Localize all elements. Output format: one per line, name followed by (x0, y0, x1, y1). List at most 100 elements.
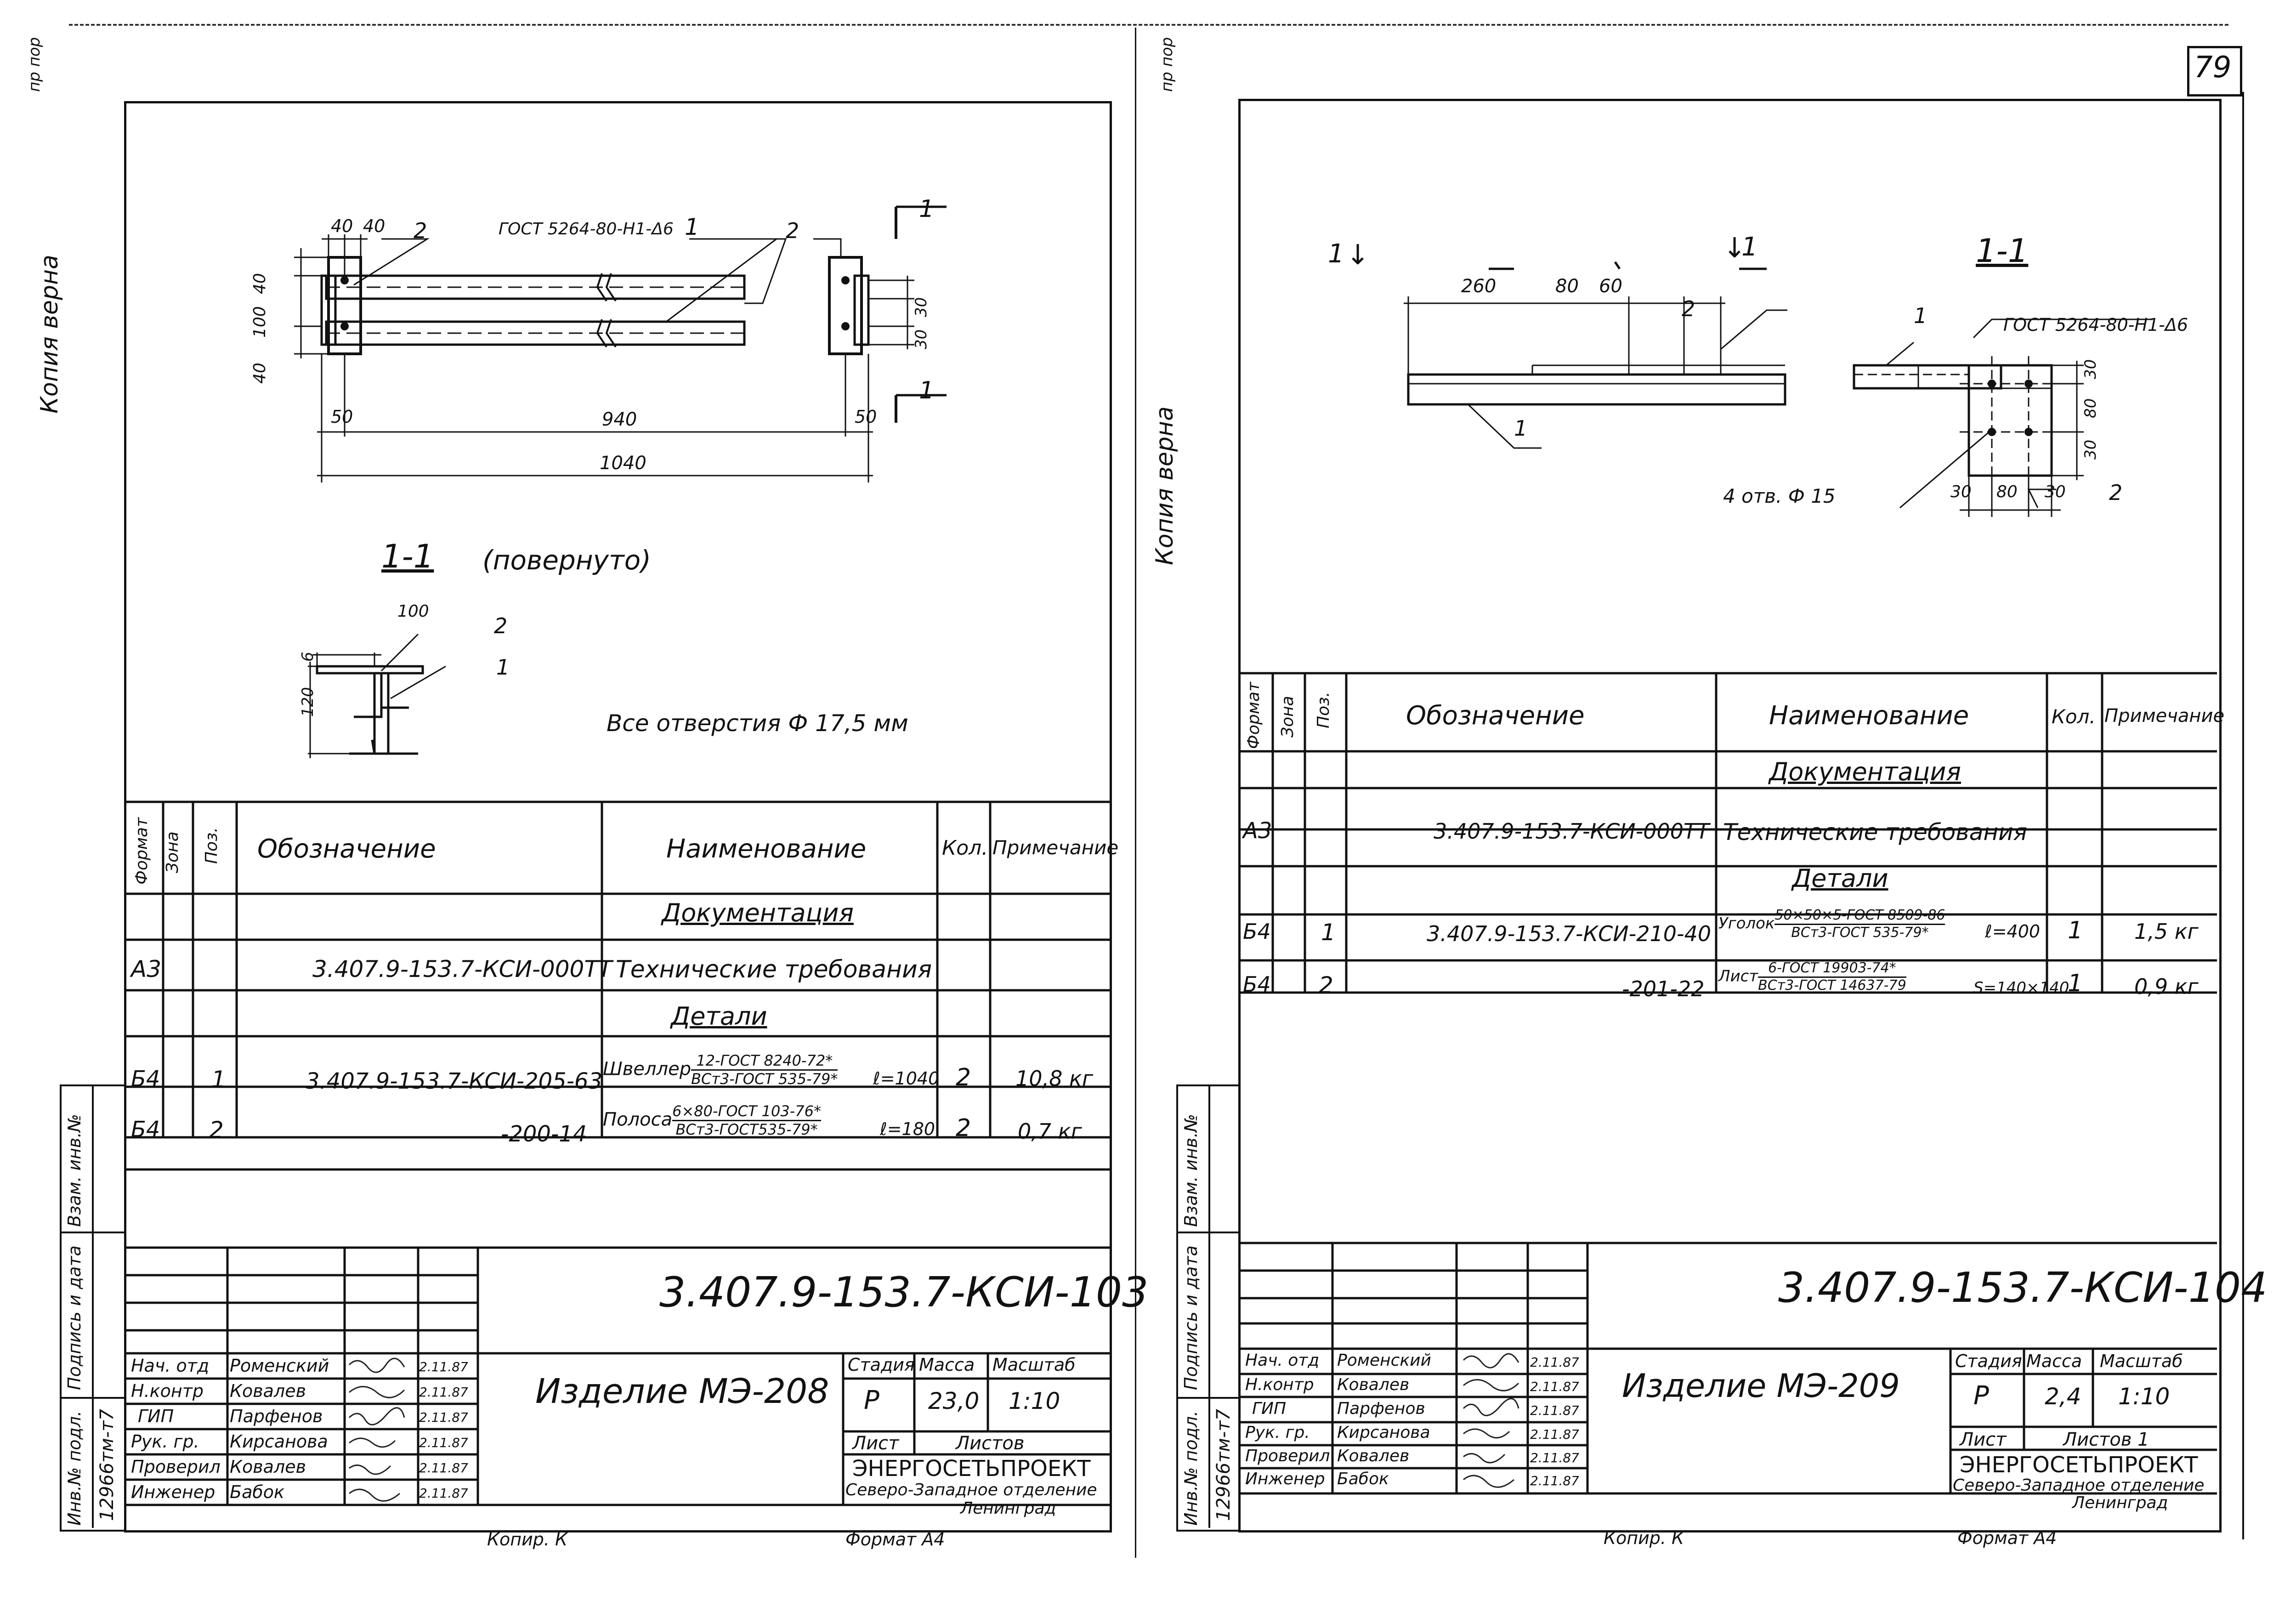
dim-right-30a: 30 (912, 297, 930, 317)
stage-label-left: Стадия (848, 1355, 915, 1375)
dim-40b: 40 (363, 216, 386, 236)
section-docs-right: Документация (1769, 757, 1961, 786)
doc-code-right: 3.407.9-153.7-КСИ-104 (1778, 1264, 2268, 1312)
left-title-block-grid (124, 1246, 1110, 1506)
vzam-label-right: Взам. инв.№ (1181, 1114, 1201, 1227)
org-city-right: Ленинград (2072, 1493, 2168, 1512)
holes-right: 4 отв. Ф 15 (1723, 485, 1836, 507)
role-0-left: Нач. отд (131, 1356, 210, 1376)
sec-dim-30d-right: 30 (2045, 482, 2066, 501)
name-2-right: Парфенов (1337, 1399, 1425, 1418)
row2-name-num-left: 6×80-ГОСТ 103-76* (672, 1103, 821, 1121)
scale-left: 1:10 (1009, 1388, 1060, 1414)
name-4-right: Ковалев (1337, 1447, 1410, 1465)
gost-label-right: ГОСТ 5264-80-Н1-Δ6 (2003, 315, 2188, 335)
name-3-left: Кирсанова (230, 1431, 328, 1452)
sec-pos-2-left: 2 (494, 613, 508, 638)
dim-940: 940 (602, 409, 637, 430)
row2-pos-left: 2 (209, 1117, 224, 1143)
pos-2-right: 2 (1682, 296, 1695, 321)
row1-name-frac-left: 12-ГОСТ 8240-72*ВСт3-ГОСТ 535-79* (691, 1052, 838, 1088)
doc-code-left: 3.407.9-153.7-КСИ-103 (659, 1268, 1149, 1317)
date-3-left: 2.11.87 (419, 1435, 468, 1450)
kopiya-verna-left: Копия верна (36, 255, 63, 414)
row2-format-right: Б4 (1243, 972, 1271, 997)
row2-length-right: S=140×140 (1973, 979, 2069, 997)
sec-dim-6: 6 (299, 652, 317, 662)
row2-qty-left: 2 (956, 1114, 971, 1142)
row2-length-left: ℓ=180 (880, 1119, 935, 1139)
hdr-format-right: Формат (1244, 681, 1263, 749)
dim-260: 260 (1461, 276, 1497, 297)
sheet-label-left: Лист (852, 1433, 899, 1454)
org-left: ЭНЕРГОСЕТЬПРОЕКТ (852, 1456, 1091, 1481)
right-sheet-frame (1238, 99, 2222, 1533)
pos-2-left: 2 (414, 218, 427, 243)
row1-pos-left: 1 (211, 1066, 226, 1093)
left-sheet-frame (124, 101, 1112, 1533)
left-spec-grid (124, 800, 1110, 1171)
page-number-box (2187, 46, 2242, 96)
marker-1a-right: 1 (1328, 239, 1344, 269)
row2-name-den-left: ВСт3-ГОСТ535-79* (675, 1120, 818, 1138)
row-doc-name-left: Технические требования (616, 956, 932, 983)
hdr-qty-left: Кол. (942, 836, 988, 860)
role-1-right: Н.контр (1245, 1375, 1314, 1394)
sec-pos-1-right: 1 (1914, 303, 1928, 328)
signatures-right (1463, 1353, 1519, 1488)
corner-note-right: пр пор (1158, 37, 1176, 92)
org-sub-right: Северо-Западное отделение (1953, 1476, 2205, 1495)
signatures-left (348, 1357, 405, 1502)
hdr-pos-right: Поз. (1314, 692, 1333, 728)
sec-dim-30c-right: 30 (1950, 482, 1972, 501)
row1-qty-right: 1 (2068, 917, 2083, 944)
stage-left: Р (864, 1385, 879, 1415)
arrow-1a-right: ↓ (1346, 239, 1370, 271)
arrow-1b-right: ↓ (1723, 232, 1746, 264)
row1-note-right: 1,5 кг (2134, 919, 2199, 944)
sec-dim-30b-right: 30 (2081, 439, 2100, 460)
row-doc-format-right: А3 (1243, 818, 1272, 844)
row2-name-num-right: 6-ГОСТ 19903-74* (1758, 960, 1906, 978)
row-doc-name-right: Технические требования (1723, 819, 2027, 846)
role-3-left: Рук. гр. (131, 1431, 199, 1452)
row1-name-main-right: Уголок (1718, 914, 1775, 933)
hdr-note-right: Примечание (2104, 705, 2225, 727)
row1-designation-right: 3.407.9-153.7-КСИ-210-40 (1427, 921, 1712, 946)
row1-format-right: Б4 (1243, 919, 1271, 944)
row1-name-main-left: Швеллер (603, 1058, 692, 1080)
pos-1-left: 1 (685, 214, 699, 240)
mass-label-right: Масса (2026, 1351, 2082, 1371)
dim-50b: 50 (855, 407, 877, 427)
right-stamp-divider (1208, 1084, 1210, 1528)
section-parts-right: Детали (1792, 864, 1888, 893)
name-1-left: Ковалев (230, 1381, 306, 1401)
section-note-left: (повернуто) (482, 545, 651, 576)
right-stamp-h2 (1176, 1397, 1238, 1399)
page-number: 79 (2194, 51, 2232, 85)
hdr-zone-left: Зона (163, 831, 182, 873)
date-5-right: 2.11.87 (1530, 1473, 1579, 1488)
name-5-left: Бабок (230, 1482, 284, 1502)
row2-name-frac-right: 6-ГОСТ 19903-74*ВСт3-ГОСТ 14637-79 (1758, 960, 1906, 993)
mass-left: 23,0 (928, 1388, 980, 1414)
dim-1040: 1040 (600, 453, 646, 474)
dim-left-40a: 40 (250, 273, 269, 294)
stage-label-right: Стадия (1955, 1351, 2022, 1371)
row1-qty-left: 2 (956, 1064, 971, 1091)
row1-length-right: ℓ=400 (1985, 921, 2041, 942)
sec-dim-30a-right: 30 (2081, 359, 2100, 379)
org-right: ЭНЕРГОСЕТЬПРОЕКТ (1960, 1452, 2198, 1478)
left-stamp-h1 (60, 1232, 124, 1233)
date-0-left: 2.11.87 (419, 1359, 468, 1374)
row2-designation-left: -200-14 (501, 1121, 587, 1147)
row2-pos-right: 2 (1319, 972, 1333, 999)
section-parts-left: Детали (671, 1002, 767, 1031)
pos-1-right: 1 (1514, 416, 1528, 441)
sec-dim-80-right: 80 (2081, 398, 2100, 418)
date-1-left: 2.11.87 (419, 1385, 468, 1400)
hdr-name-right: Наименование (1769, 701, 1969, 731)
row1-pos-right: 1 (1321, 919, 1336, 946)
